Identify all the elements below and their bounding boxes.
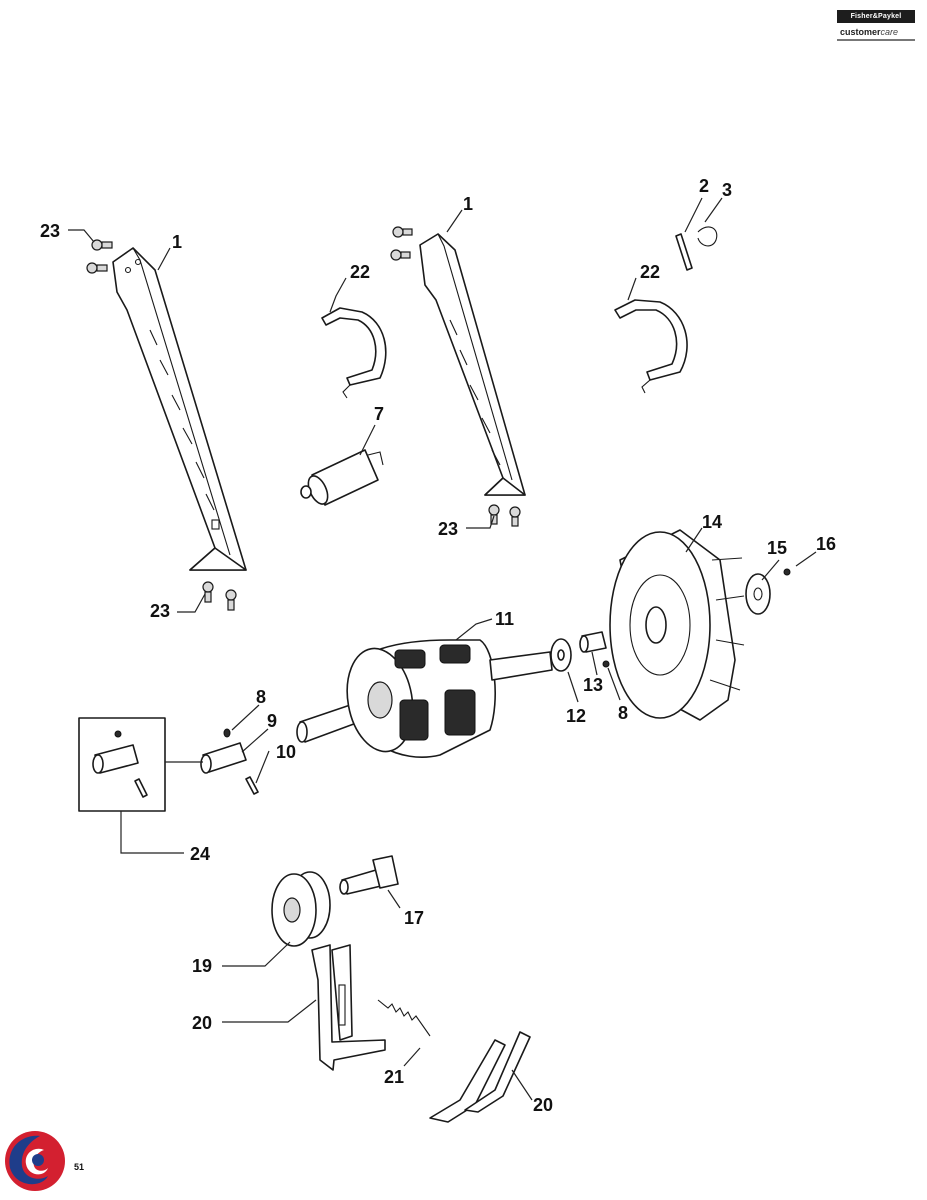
callout-11: 11 [495, 609, 514, 629]
fisher-paykel-swirl-logo-icon [5, 1131, 65, 1191]
callout-8-left: 8 [256, 687, 266, 707]
callout-8-right: 8 [618, 703, 628, 723]
callout-24: 24 [190, 844, 210, 864]
customer-care-label: customercare [837, 25, 915, 41]
callout-20-right: 20 [533, 1095, 553, 1115]
screws-23-bottom-right [488, 504, 521, 527]
screws-23-top-left [86, 239, 113, 274]
callout-20-left: 20 [192, 1013, 212, 1033]
screw-16 [783, 568, 791, 576]
fan-14 [609, 529, 745, 721]
callout-2: 2 [699, 176, 709, 196]
screws-23-bottom-left [202, 581, 237, 611]
clamp-right [614, 299, 688, 394]
grub-screw-8-right [602, 660, 610, 668]
page-number: 51 [74, 1162, 85, 1172]
callout-23-bottom-left: 23 [150, 601, 170, 621]
callout-3: 3 [722, 180, 732, 200]
callout-23-mid: 23 [438, 519, 458, 539]
pin-2 [675, 233, 693, 271]
plate-15 [745, 573, 771, 615]
callout-1-left: 1 [172, 232, 182, 252]
shaft-17 [339, 855, 399, 895]
callout-19: 19 [192, 956, 212, 976]
callout-9: 9 [267, 711, 277, 731]
coupling-9 [200, 742, 247, 774]
grub-screw-8-left [223, 728, 231, 738]
bush-13 [579, 631, 607, 653]
callout-23-top-left: 23 [40, 221, 60, 241]
bracket-left [112, 247, 247, 571]
callout-21: 21 [384, 1067, 404, 1087]
callout-12: 12 [566, 706, 586, 726]
callout-14: 14 [702, 512, 722, 532]
bracket-right [419, 233, 526, 496]
callout-22-right: 22 [640, 262, 660, 282]
spring-21 [377, 999, 431, 1037]
clip-3 [697, 226, 718, 247]
callout-22-left: 22 [350, 262, 370, 282]
callout-7: 7 [374, 404, 384, 424]
arm-20-left [311, 944, 386, 1071]
callout-15: 15 [767, 538, 787, 558]
capacitor-7 [300, 449, 384, 506]
brand-name: Fisher&Paykel [837, 10, 915, 23]
washer-12 [550, 638, 572, 672]
callout-17: 17 [404, 908, 424, 928]
leader-lines [68, 197, 817, 1101]
callout-13: 13 [583, 675, 603, 695]
arm-20-right [429, 1031, 531, 1123]
motor-rotor-11 [296, 639, 553, 758]
brand-badge: Fisher&Paykel customercare [837, 10, 915, 41]
pin-10 [245, 776, 259, 795]
pulley-19 [271, 871, 331, 947]
callout-1-right: 1 [463, 194, 473, 214]
kit-box-24 [78, 717, 166, 812]
callout-16: 16 [816, 534, 836, 554]
clamp-left [321, 307, 387, 399]
screws-23-top-right [390, 226, 413, 261]
callout-10: 10 [276, 742, 296, 762]
